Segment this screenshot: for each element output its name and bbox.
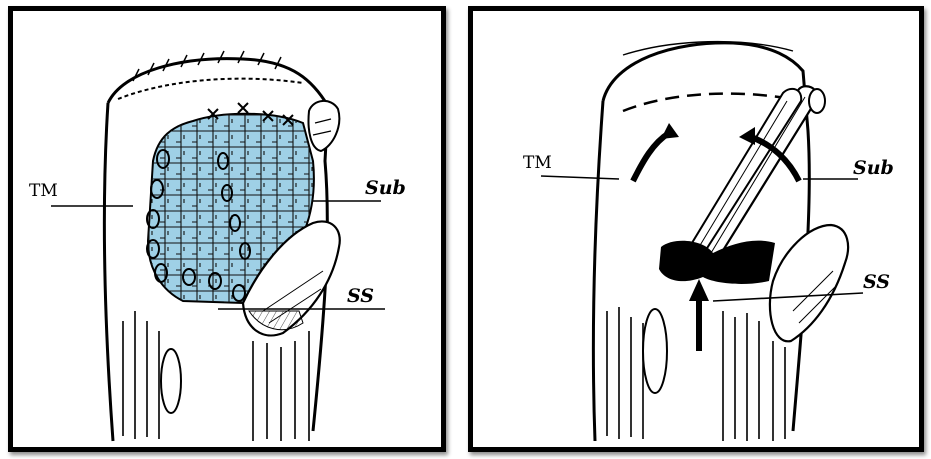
label-sub: Sub xyxy=(853,159,894,178)
label-tm: TM xyxy=(29,183,58,200)
label-sub: Sub xyxy=(365,179,406,198)
left-panel-mesh-repair: TM Sub SS xyxy=(8,6,446,452)
label-tm: TM xyxy=(523,155,552,172)
ss-flap xyxy=(770,225,848,341)
label-ss: SS xyxy=(863,273,890,292)
mesh-repair-drawing xyxy=(13,11,441,447)
tendon-stump xyxy=(309,101,340,151)
tendon-transfer-drawing xyxy=(473,11,919,447)
right-panel-tendon-transfer: TM Sub SS xyxy=(468,6,924,452)
label-ss: SS xyxy=(347,287,374,306)
